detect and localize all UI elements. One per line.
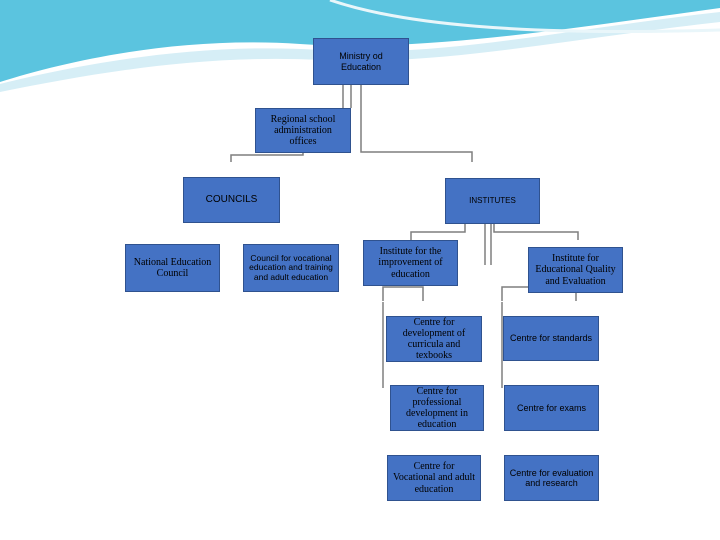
node-national-council: National Education Council <box>125 244 220 292</box>
node-standards-centre: Centre for standards <box>503 316 599 361</box>
connector-institutes-improvement <box>410 224 466 240</box>
node-vocational-centre: Centre for Vocational and adult educatio… <box>387 455 481 501</box>
node-curricula-centre: Centre for development of curricula and … <box>386 316 482 362</box>
node-ministry: Ministry od Education <box>313 38 409 85</box>
node-quality-institute: Institute for Educational Quality and Ev… <box>528 247 623 293</box>
node-regional-offices: Regional school administration offices <box>255 108 351 153</box>
connector-bracket-top <box>382 286 424 301</box>
node-evaluation-centre: Centre for evaluation and research <box>504 455 599 501</box>
node-institutes: INSTITUTES <box>445 178 540 224</box>
connector-institutes-quality <box>493 224 579 240</box>
node-councils: COUNCILS <box>183 177 280 223</box>
connector-ministry-institutes <box>360 85 473 162</box>
node-professional-centre: Centre for professional development in e… <box>390 385 484 431</box>
node-exams-centre: Centre for exams <box>504 385 599 431</box>
node-improvement-institute: Institute for the improvement of educati… <box>363 240 458 286</box>
connector-regional-councils <box>230 152 304 162</box>
node-vocational-council: Council for vocational education and tra… <box>243 244 339 292</box>
top-wave-line <box>329 0 720 34</box>
